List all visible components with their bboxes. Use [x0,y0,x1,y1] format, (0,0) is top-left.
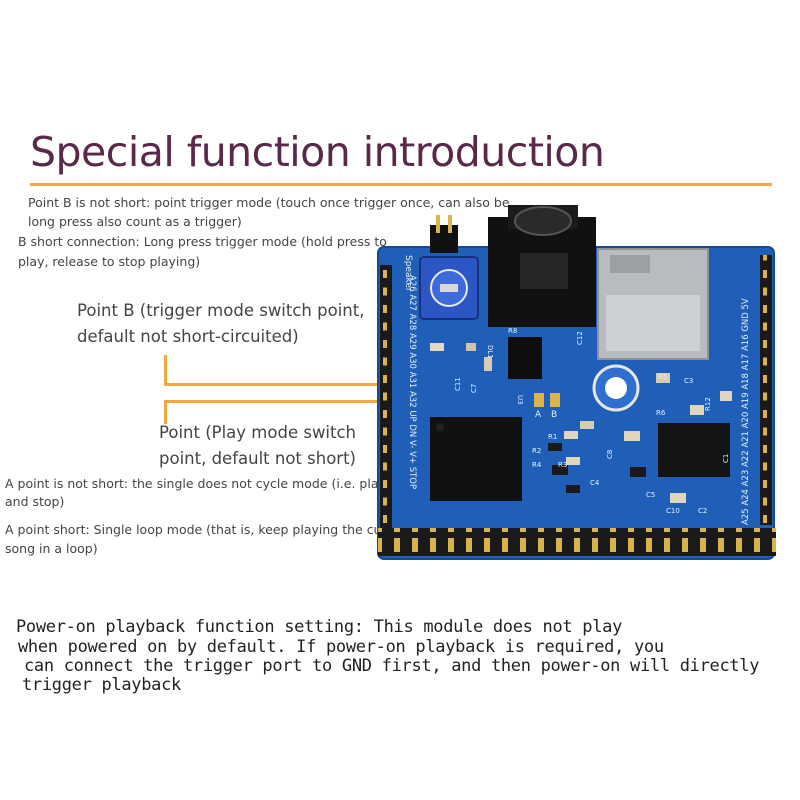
power-on-line4: trigger playback [22,675,181,695]
title-underline [30,183,772,186]
trigger-pin-header [430,225,458,253]
controller-chip [430,417,522,501]
power-on-line2: when powered on by default. If power-on … [18,637,664,657]
callout-a-line2: point, default not short) [159,449,356,468]
bottom-pin-header [378,528,776,556]
amplifier-chip [508,337,542,379]
r5-label: R5 [658,373,667,381]
dl1-label: DL1 [486,345,494,359]
c2-label: C2 [698,507,707,515]
callout-b-connector-vertical [164,355,167,385]
page-title: Special function introduction [30,128,605,176]
left-pin-header [380,265,392,540]
callout-a-connector-horizontal [164,400,414,403]
point-b-not-short-line2: long press also count as a trigger) [28,214,242,229]
c5-label: C5 [646,491,655,499]
pad-a [534,393,544,407]
pad-a-label: A [535,410,542,420]
smd-components [430,343,732,503]
pad-b [550,393,560,407]
r8-label: R8 [508,327,517,335]
mp3-module-board: Speaker A26 A27 A28 A29 A30 A31 A32 UP D… [377,205,776,560]
power-on-line1: Power-on playback function setting: This… [16,617,623,637]
c8-label: C8 [606,450,614,459]
callout-b-line2: default not short-circuited) [77,327,299,346]
c11-label: C11 [454,377,462,391]
right-pin-header [760,255,772,525]
point-b-short-line2: play, release to stop playing) [18,254,201,269]
c7-label: C7 [470,384,478,393]
flash-chip [658,423,730,477]
r4-label: R4 [532,461,542,469]
pad-b-label: B [551,410,557,420]
point-a-short-line2: song in a loop) [5,541,98,556]
speaker-label: Speaker [403,255,413,292]
power-on-line3: can connect the trigger port to GND firs… [24,656,760,676]
callout-a-line1: Point (Play mode switch [159,423,357,442]
r6-label: R6 [656,409,666,417]
point-a-short-line1: A point short: Single loop mode (that is… [5,522,412,537]
point-a-not-short-line1: A point is not short: the single does no… [5,476,420,491]
callout-b-connector-horizontal [164,383,414,386]
point-b-not-short-line1: Point B is not short: point trigger mode… [28,195,510,210]
c12-label: C12 [576,331,584,345]
r1-label: R1 [548,433,557,441]
callout-a-connector-vertical [164,400,167,424]
c4-label: C4 [590,479,600,487]
callout-b-line1: Point B (trigger mode switch point, [77,301,365,320]
r12-label: R12 [704,397,712,411]
point-b-short-line1: B short connection: Long press trigger m… [18,234,387,249]
point-a-not-short-line2: and stop) [5,494,65,509]
r3-label: R3 [558,461,567,469]
r2-label: R2 [532,447,541,455]
c10-label: C10 [666,507,680,515]
c1-label: C1 [722,454,730,463]
u3-label: U3 [516,395,524,405]
right-pin-labels: A25 A24 A23 A22 A21 A20 A19 A18 A17 A16 … [741,298,751,525]
c3-label: C3 [684,377,693,385]
left-pin-labels: A26 A27 A28 A29 A30 A31 A32 UP DN V- V+ … [407,275,417,489]
